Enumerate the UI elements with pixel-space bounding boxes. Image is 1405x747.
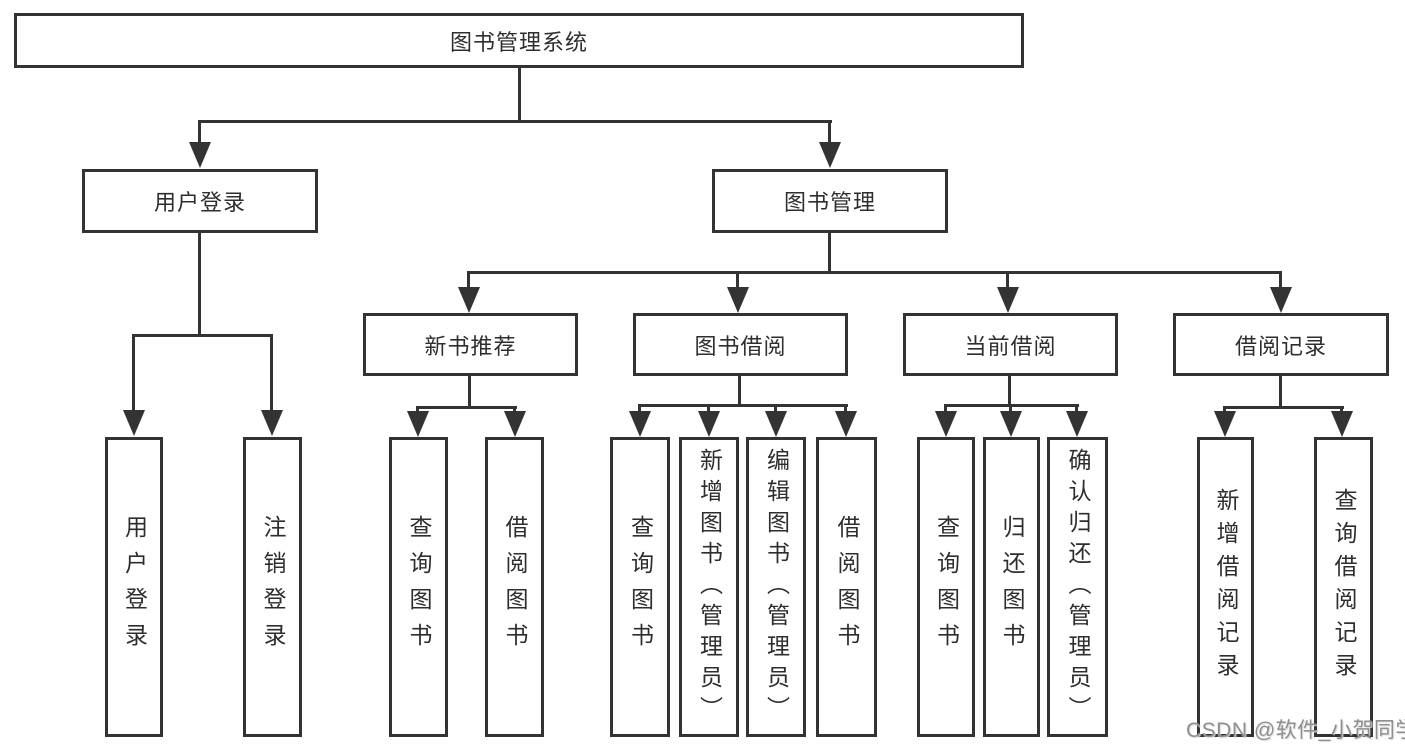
node-query-book-1-label: 查询图书 <box>406 515 432 659</box>
connector-book-borrow-stem <box>738 376 741 407</box>
connector-to-return-book <box>1009 404 1012 413</box>
connector-to-confirm-return <box>1075 404 1078 413</box>
node-logout-leaf: 注销登录 <box>243 437 302 737</box>
watermark-text: CSDN @软件_小贺同学 <box>1186 719 1405 742</box>
connector-root-stem <box>518 68 521 121</box>
connector-new-book-rec-rail <box>416 406 517 409</box>
connector-book-mgmt-rail <box>467 271 1282 274</box>
node-query-book-3-label: 查询图书 <box>933 515 960 659</box>
node-user-login-leaf: 用户登录 <box>105 437 163 737</box>
node-query-record: 查询借阅记录 <box>1314 437 1373 737</box>
node-borrow-book-2-label: 借阅图书 <box>834 515 860 659</box>
arrowhead-borrow-book-2 <box>835 411 857 437</box>
connector-to-new-book-rec <box>467 271 470 289</box>
node-user-login-leaf-label: 用户登录 <box>121 515 148 659</box>
connector-root-rail <box>198 120 832 123</box>
arrowhead-confirm-return <box>1066 411 1088 437</box>
connector-root-to-user-login <box>198 120 201 144</box>
connector-to-add-record <box>1223 406 1226 413</box>
node-confirm-return-label: 确认归还（管理员） <box>1065 447 1091 727</box>
node-query-book-3: 查询图书 <box>917 437 975 737</box>
node-borrow-record: 借阅记录 <box>1173 313 1389 376</box>
connector-to-query-book-2 <box>638 404 641 413</box>
node-book-borrow: 图书借阅 <box>633 313 848 376</box>
node-query-record-label: 查询借阅记录 <box>1331 488 1357 686</box>
node-root-label: 图书管理系统 <box>449 29 588 55</box>
arrowhead-query-book-1 <box>407 411 429 437</box>
node-return-book-label: 归还图书 <box>999 515 1025 659</box>
node-user-login-label: 用户登录 <box>153 190 246 215</box>
arrowhead-return-book <box>1000 411 1022 437</box>
connector-to-borrow-book-1 <box>513 406 516 413</box>
node-book-borrow-label: 图书借阅 <box>694 333 787 359</box>
arrowhead-user-login <box>189 142 211 168</box>
node-new-book-rec: 新书推荐 <box>363 313 578 376</box>
connector-to-user-login-leaf <box>132 334 135 412</box>
connector-current-borrow-stem <box>1008 376 1011 407</box>
connector-to-borrow-book-2 <box>844 404 847 413</box>
connector-user-login-stem <box>198 232 201 336</box>
arrowhead-query-book-3 <box>935 411 957 437</box>
node-borrow-book-1-label: 借阅图书 <box>502 515 528 659</box>
connector-to-book-borrow <box>736 271 739 289</box>
node-current-borrow: 当前借阅 <box>903 313 1118 376</box>
connector-to-borrow-record <box>1279 271 1282 289</box>
connector-book-borrow-rail <box>638 404 848 407</box>
connector-to-add-book <box>707 404 710 413</box>
node-query-book-2: 查询图书 <box>610 437 670 737</box>
node-add-book: 新增图书（管理员） <box>679 437 739 737</box>
node-add-record-label: 新增借阅记录 <box>1213 488 1239 686</box>
arrowhead-new-book-rec <box>458 287 480 313</box>
node-root: 图书管理系统 <box>14 13 1024 68</box>
connector-new-book-rec-stem <box>468 376 471 409</box>
connector-to-query-record <box>1340 406 1343 413</box>
node-edit-book-label: 编辑图书（管理员） <box>763 447 790 727</box>
arrowhead-add-book <box>698 411 720 437</box>
node-current-borrow-label: 当前借阅 <box>964 333 1057 359</box>
arrowhead-book-mgmt <box>819 142 841 168</box>
connector-user-login-rail <box>132 334 273 337</box>
arrowhead-book-borrow <box>727 287 749 313</box>
node-borrow-book-2: 借阅图书 <box>816 437 877 737</box>
node-query-book-1: 查询图书 <box>389 437 448 737</box>
node-query-book-2-label: 查询图书 <box>627 515 654 659</box>
arrowhead-query-book-2 <box>629 411 651 437</box>
arrowhead-edit-book <box>765 411 787 437</box>
node-return-book: 归还图书 <box>983 437 1040 737</box>
connector-to-current-borrow <box>1006 271 1009 289</box>
node-book-mgmt: 图书管理 <box>712 169 948 233</box>
node-add-book-label: 新增图书（管理员） <box>696 447 723 727</box>
arrowhead-logout-leaf <box>261 410 283 436</box>
arrowhead-borrow-record <box>1270 287 1292 313</box>
node-logout-leaf-label: 注销登录 <box>260 515 286 659</box>
node-new-book-rec-label: 新书推荐 <box>424 333 517 359</box>
arrowhead-current-borrow <box>997 287 1019 313</box>
connector-book-mgmt-stem <box>828 232 831 273</box>
arrowhead-query-record <box>1331 411 1353 437</box>
node-borrow-book-1: 借阅图书 <box>485 437 544 737</box>
connector-to-edit-book <box>774 404 777 413</box>
node-user-login: 用户登录 <box>82 169 318 233</box>
connector-root-to-book-mgmt <box>828 120 831 144</box>
connector-to-logout-leaf <box>270 334 273 412</box>
node-add-record: 新增借阅记录 <box>1197 437 1254 737</box>
connector-borrow-record-stem <box>1279 376 1282 409</box>
arrowhead-borrow-book-1 <box>504 411 526 437</box>
connector-to-query-book-3 <box>944 404 947 413</box>
node-borrow-record-label: 借阅记录 <box>1234 333 1327 359</box>
arrowhead-user-login-leaf <box>123 410 145 436</box>
connector-to-query-book-1 <box>416 406 419 413</box>
connector-borrow-record-rail <box>1223 406 1344 409</box>
node-confirm-return: 确认归还（管理员） <box>1047 437 1108 737</box>
node-book-mgmt-label: 图书管理 <box>783 190 876 215</box>
arrowhead-add-record <box>1214 411 1236 437</box>
node-edit-book: 编辑图书（管理员） <box>746 437 806 737</box>
